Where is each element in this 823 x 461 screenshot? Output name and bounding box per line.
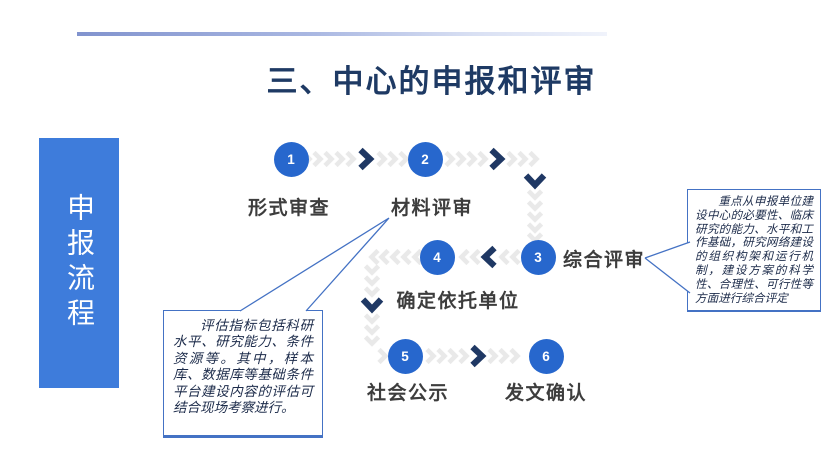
chevron-strip-right-icon bbox=[446, 150, 537, 168]
step-circle-3: 3 bbox=[520, 239, 556, 275]
chevron-strip-down-icon bbox=[363, 266, 386, 363]
chevron-strip-right-icon bbox=[427, 347, 518, 365]
step-circle-1: 1 bbox=[273, 141, 309, 177]
step-circle-5: 5 bbox=[387, 338, 423, 374]
step-label-formal-review: 形式审查 bbox=[247, 198, 330, 219]
comprehensive-review-note-text: 重点从申报单位建设中心的必要性、临床研究的能力、水平和工作基础，研究网络建设的组… bbox=[695, 194, 813, 305]
step-circle-6: 6 bbox=[528, 338, 564, 374]
process-sidebar-banner: 申报流程 bbox=[39, 138, 119, 388]
step-number: 4 bbox=[433, 249, 441, 265]
slide-title: 三、中心的申报和评审 bbox=[266, 64, 597, 99]
title-divider-rule bbox=[77, 32, 607, 36]
step-number: 3 bbox=[534, 249, 542, 265]
step-label-public-announcement: 社会公示 bbox=[366, 383, 449, 404]
step-circle-4: 4 bbox=[419, 239, 455, 275]
step-number: 6 bbox=[542, 348, 550, 364]
step-number: 1 bbox=[287, 151, 295, 167]
step-label-comprehensive-review: 综合评审 bbox=[562, 250, 645, 271]
comprehensive-review-callout-box: 重点从申报单位建设中心的必要性、临床研究的能力、水平和工作基础，研究网络建设的组… bbox=[687, 189, 821, 312]
sidebar-vertical-label: 申报流程 bbox=[64, 193, 95, 333]
step-label-confirm-host-unit: 确定依托单位 bbox=[396, 291, 520, 312]
step-number: 2 bbox=[421, 151, 429, 167]
chevron-strip-right-icon bbox=[303, 150, 407, 168]
material-review-callout-box: 评估指标包括科研水平、研究能力、条件资源等。其中，样本库、数据库等基础条件平台建… bbox=[163, 310, 323, 438]
material-review-note-text: 评估指标包括科研水平、研究能力、条件资源等。其中，样本库、数据库等基础条件平台建… bbox=[173, 318, 313, 417]
step-circle-2: 2 bbox=[407, 141, 443, 177]
step-label-document-confirmation: 发文确认 bbox=[504, 383, 587, 404]
step-label-material-review: 材料评审 bbox=[390, 198, 473, 219]
step-number: 5 bbox=[401, 348, 409, 364]
chevron-strip-left-icon bbox=[372, 251, 422, 264]
